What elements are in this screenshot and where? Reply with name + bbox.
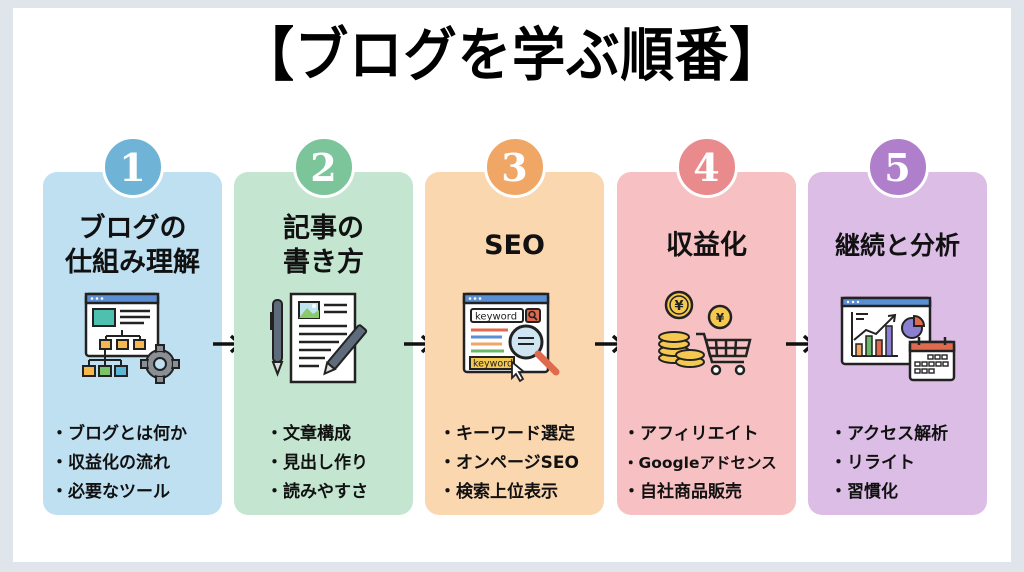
step-title: 収益化 <box>666 230 747 261</box>
step-number: 5 <box>872 142 923 192</box>
step-card-3: 3 SEO keyword keyword キーワード選定 <box>425 136 604 515</box>
document-pen-icon <box>269 290 379 390</box>
svg-text:¥: ¥ <box>674 299 683 314</box>
step-number: 4 <box>681 142 732 192</box>
step-bullets: 文章構成 見出し作り 読みやすさ <box>234 420 413 507</box>
step-number: 3 <box>489 142 540 192</box>
bullet-item: キーワード選定 <box>439 420 604 449</box>
step-title: 継続と分析 <box>834 231 960 260</box>
bullet-item: 自社商品販売 <box>623 478 796 507</box>
step-card-2: 2 記事の 書き方 文章構成 見出し作 <box>234 136 413 515</box>
step-number-badge: 1 <box>101 136 164 198</box>
yen-coins-cart-icon: ¥ ¥ <box>652 290 762 390</box>
step-bullets: キーワード選定 オンページSEO 検索上位表示 <box>425 420 604 507</box>
step-number-badge: 5 <box>866 136 929 198</box>
bullet-item: 検索上位表示 <box>439 478 604 507</box>
svg-text:¥: ¥ <box>715 311 724 325</box>
bullet-item: 収益化の流れ <box>51 449 222 478</box>
bullet-item: アフィリエイト <box>623 420 796 449</box>
bullet-item: 見出し作り <box>266 449 413 478</box>
step-number-badge: 2 <box>292 136 355 198</box>
bullet-item: リライト <box>830 449 987 478</box>
step-bullets: アフィリエイト Googleアドセンス 自社商品販売 <box>617 420 796 507</box>
step-number-badge: 4 <box>675 136 738 198</box>
bullet-item: ブログとは何か <box>51 420 222 449</box>
step-number: 1 <box>107 142 158 192</box>
svg-text:keyword: keyword <box>475 312 517 323</box>
analytics-calendar-icon <box>838 290 958 390</box>
step-title: SEO <box>484 230 545 261</box>
bullet-item: オンページSEO <box>439 449 604 478</box>
step-title: 記事の 書き方 <box>283 213 364 278</box>
step-card-1: 1 ブログの 仕組み理解 <box>43 136 222 515</box>
step-card-4: 4 収益化 ¥ ¥ <box>617 136 796 515</box>
step-number-badge: 3 <box>483 136 546 198</box>
bullet-item: 習慣化 <box>830 478 987 507</box>
step-title: ブログの 仕組み理解 <box>65 213 200 278</box>
bullet-item: 文章構成 <box>266 420 413 449</box>
step-card-5: 5 継続と分析 <box>808 136 987 515</box>
keyword-search-icon: keyword keyword <box>460 290 570 390</box>
bullet-item: 読みやすさ <box>266 478 413 507</box>
step-bullets: アクセス解析 リライト 習慣化 <box>808 420 987 507</box>
bullet-item: 必要なツール <box>51 478 222 507</box>
page-title: 【ブログを学ぶ順番】 <box>240 21 784 89</box>
bullet-item: Googleアドセンス <box>623 449 796 478</box>
svg-text:keyword: keyword <box>473 359 513 370</box>
step-number: 2 <box>298 142 349 192</box>
step-bullets: ブログとは何か 収益化の流れ 必要なツール <box>43 420 222 507</box>
bullet-item: アクセス解析 <box>830 420 987 449</box>
website-structure-gear-icon <box>78 290 188 390</box>
